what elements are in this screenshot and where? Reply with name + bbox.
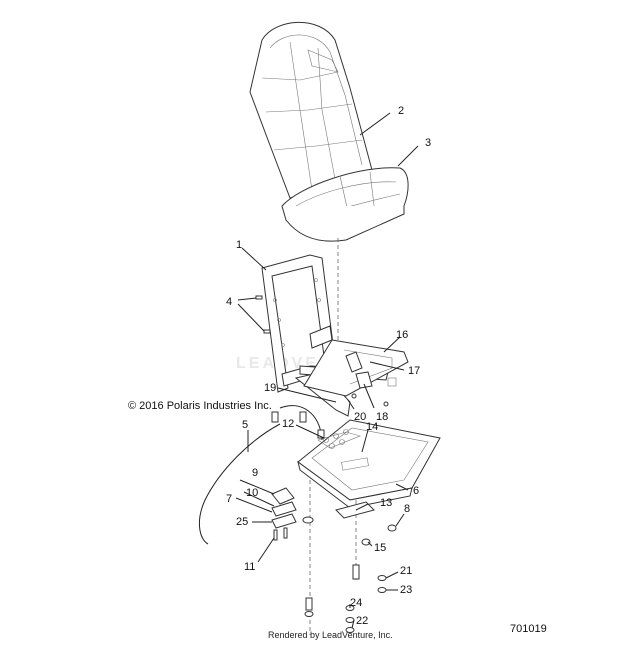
callout-6: 6: [413, 485, 419, 497]
callout-11: 11: [244, 561, 255, 573]
callout-14: 14: [366, 421, 378, 433]
callout-labels: 1 2 3 4 5 6 7 8 9 10 11 12 13 14 15 16 1…: [226, 105, 431, 627]
figure-number: 701019: [510, 623, 547, 635]
leader-lines: [235, 112, 419, 629]
frame-bolts: [255, 295, 271, 334]
callout-24: 24: [350, 597, 362, 609]
callout-4: 4: [226, 296, 232, 308]
callout-25: 25: [236, 516, 248, 528]
seat-base-drawing: [297, 419, 441, 509]
callout-23: 23: [400, 584, 412, 596]
callout-3: 3: [425, 137, 431, 149]
callout-12: 12: [282, 418, 294, 430]
callout-22: 22: [356, 615, 368, 627]
callout-17: 17: [408, 365, 420, 377]
callout-9: 9: [252, 467, 258, 479]
callout-13: 13: [380, 497, 392, 509]
latch-hardware-drawing: [271, 487, 297, 541]
copyright-text: © 2016 Polaris Industries Inc.: [128, 400, 272, 412]
callout-20: 20: [354, 411, 366, 423]
callout-19: 19: [264, 382, 276, 394]
callout-18: 18: [376, 411, 388, 423]
callout-2: 2: [398, 105, 404, 117]
callout-16: 16: [396, 329, 408, 341]
callout-8: 8: [404, 503, 410, 515]
callout-1: 1: [236, 239, 242, 251]
seat-assembly-drawing: [249, 21, 409, 242]
callout-15: 15: [374, 542, 386, 554]
callout-10: 10: [246, 487, 258, 499]
callout-5: 5: [242, 419, 248, 431]
slider-bracket-drawing: [303, 339, 409, 407]
render-credit: Rendered by LeadVenture, Inc.: [268, 630, 393, 640]
seat-frame-drawing: [261, 254, 389, 417]
callout-7: 7: [226, 493, 232, 505]
callout-21: 21: [400, 565, 412, 577]
cable-5-lower: [198, 423, 281, 545]
